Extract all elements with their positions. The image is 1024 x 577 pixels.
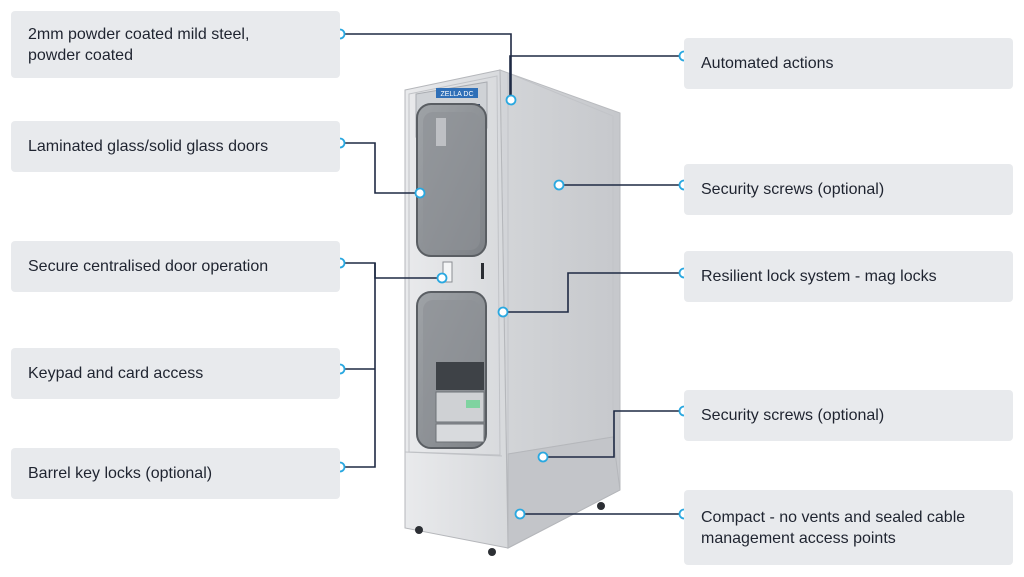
callout-compact-sealed: Compact - no vents and sealed cable mana… xyxy=(684,490,1013,565)
callout-glass-doors: Laminated glass/solid glass doors xyxy=(11,121,340,172)
callout-steel: 2mm powder coated mild steel, powder coa… xyxy=(11,11,340,78)
callout-barrel-key-locks: Barrel key locks (optional) xyxy=(11,448,340,499)
leader-line-automated xyxy=(509,55,684,100)
marker-steel-point xyxy=(505,94,517,106)
marker-compact-point xyxy=(514,508,526,520)
callout-keypad-card-access: Keypad and card access xyxy=(11,348,340,399)
ups-display xyxy=(466,400,480,408)
callout-centralised-door-operation: Secure centralised door operation xyxy=(11,241,340,292)
upper-glass-door xyxy=(416,103,487,257)
leader-line-screws-bottom xyxy=(543,410,684,458)
callout-mag-locks: Resilient lock system - mag locks xyxy=(684,251,1013,302)
leader-lines xyxy=(340,33,684,515)
marker-glass-point xyxy=(414,187,426,199)
marker-mag-point xyxy=(497,306,509,318)
door-handle xyxy=(481,263,484,279)
cabinet-side-panel xyxy=(499,69,621,549)
brand-badge xyxy=(436,88,478,98)
leader-line-steel xyxy=(340,33,512,100)
keypad xyxy=(442,261,453,283)
brand-text: ZELLA DC xyxy=(440,91,473,98)
rack-unit xyxy=(436,362,484,390)
callout-automated-actions: Automated actions xyxy=(684,38,1013,89)
marker-central-point xyxy=(436,272,448,284)
cabinet-wheels xyxy=(415,502,605,556)
leader-line-mag xyxy=(503,272,684,313)
callout-security-screws-top: Security screws (optional) xyxy=(684,164,1013,215)
marker-screws-top-point xyxy=(553,179,565,191)
marker-screws-bottom-point xyxy=(537,451,549,463)
keypad-area xyxy=(442,261,484,283)
lower-glass-door xyxy=(416,291,487,449)
leader-line-glass xyxy=(340,142,420,194)
leader-line-barrel xyxy=(340,263,376,468)
callout-security-screws-bottom: Security screws (optional) xyxy=(684,390,1013,441)
